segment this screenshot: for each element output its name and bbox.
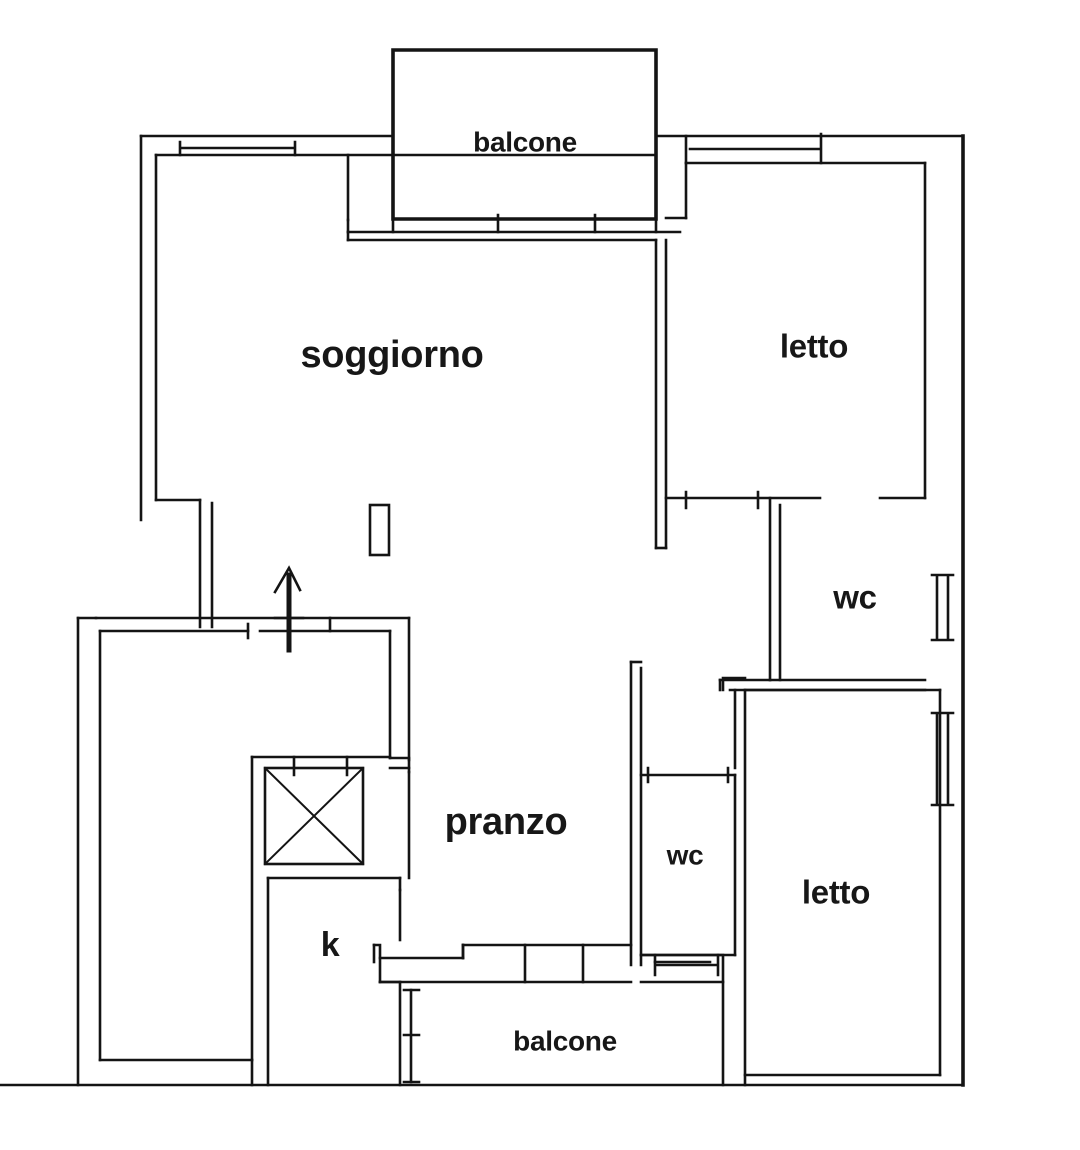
elevator-shaft [263, 755, 365, 866]
north-arrow [273, 565, 305, 653]
balcony-bottom-outline [372, 943, 725, 1087]
balcony-top-outline [346, 48, 682, 234]
window-right-lower [930, 711, 955, 807]
exterior-walls [0, 134, 965, 1087]
label-balcone-top: balcone [473, 126, 577, 157]
room-pranzo-walls [398, 770, 411, 942]
label-letto-bottom: letto [802, 874, 870, 911]
room-letto-top-walls [664, 132, 927, 510]
room-labels: balcone soggiorno letto wc pranzo wc let… [300, 126, 877, 1056]
label-wc-top: wc [832, 579, 876, 616]
stair-service-area [94, 616, 411, 1087]
label-letto-top: letto [780, 328, 848, 365]
structural-column [368, 503, 391, 557]
label-balcone-bottom: balcone [513, 1025, 617, 1056]
label-soggiorno: soggiorno [300, 334, 483, 376]
room-soggiorno-walls [154, 140, 668, 629]
label-kitchen: k [321, 926, 340, 964]
corridor-walls [629, 660, 643, 967]
label-pranzo: pranzo [445, 801, 568, 843]
room-wc-mid-walls [639, 766, 737, 977]
room-letto-bottom-walls [721, 676, 942, 1087]
label-wc-mid: wc [666, 839, 704, 870]
